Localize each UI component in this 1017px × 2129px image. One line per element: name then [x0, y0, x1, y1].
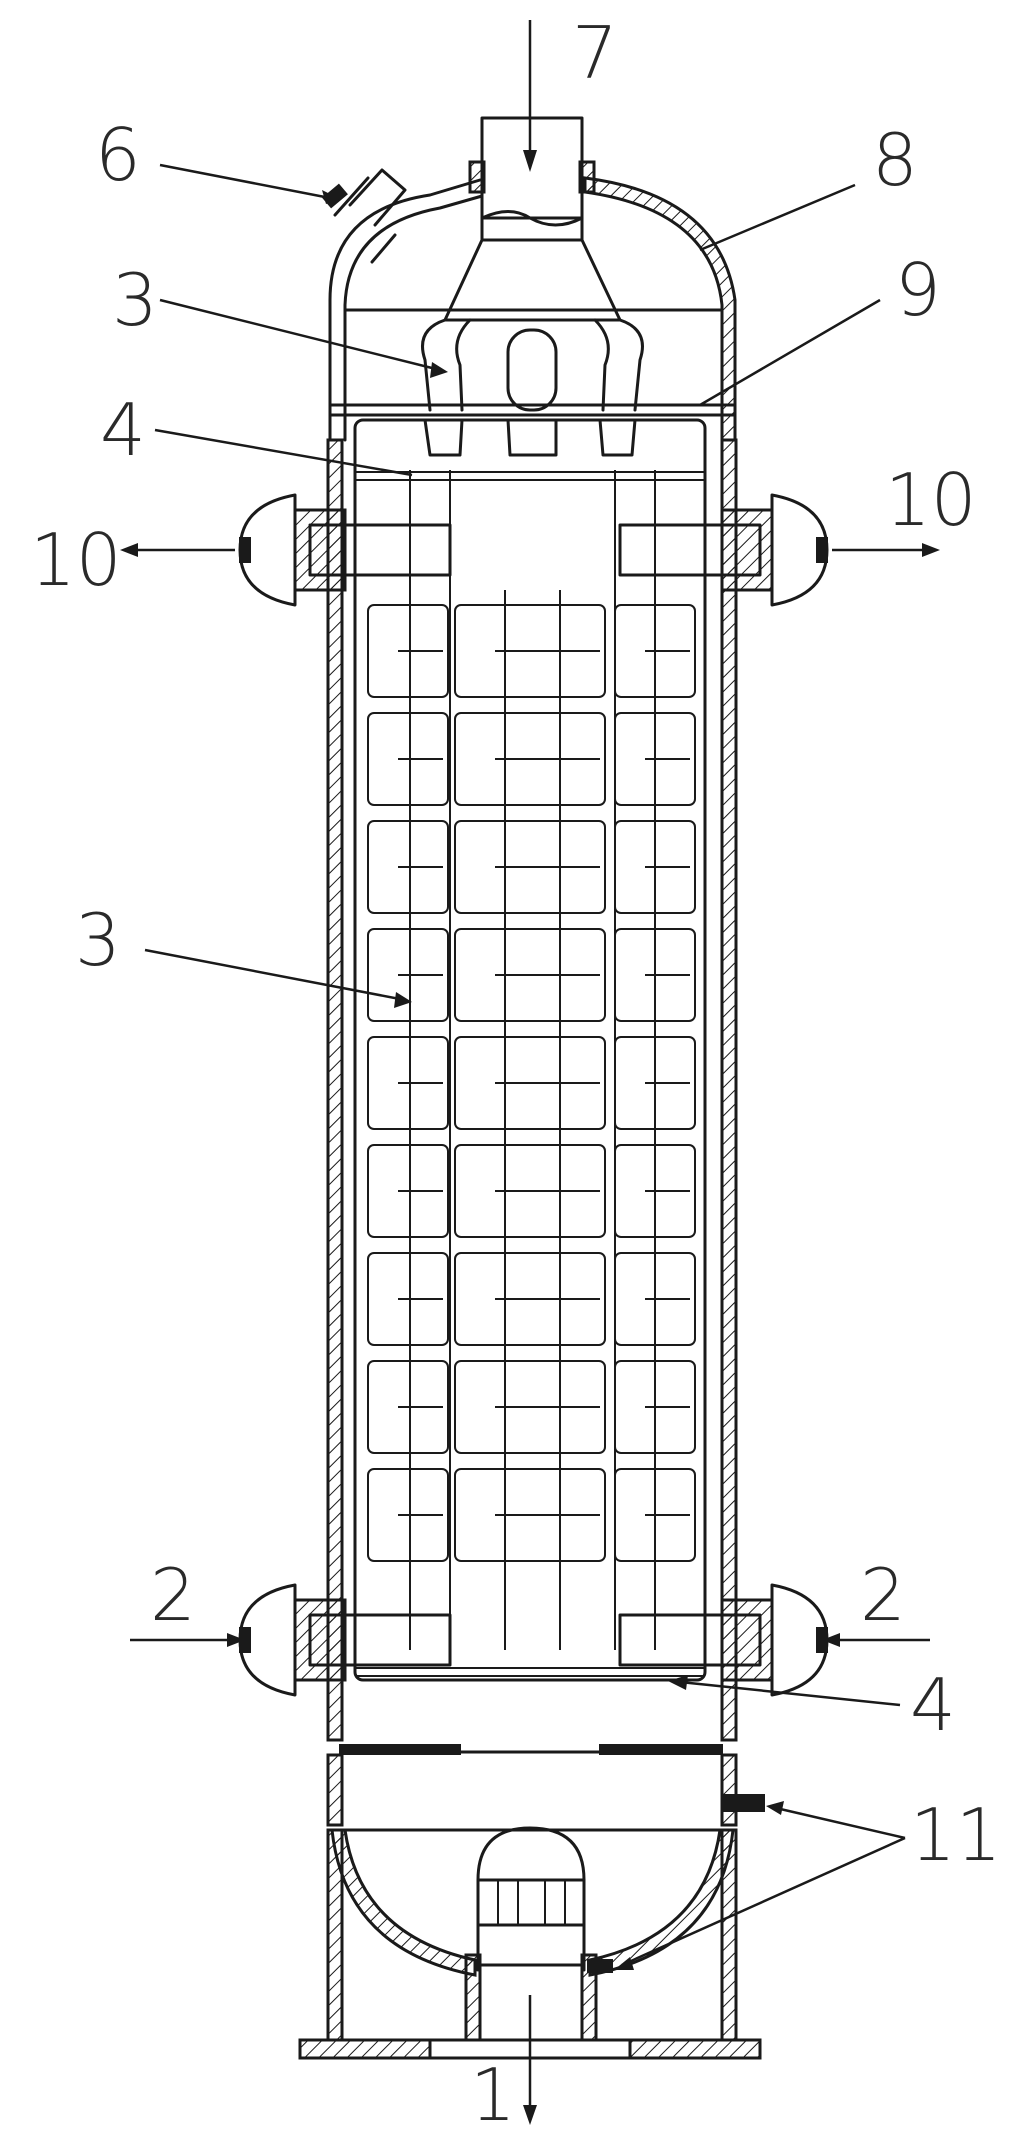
- coil-loop: [454, 928, 606, 1022]
- coil-loop: [454, 1468, 606, 1562]
- coil-loop: [614, 1360, 696, 1454]
- coil-loop: [454, 712, 606, 806]
- label-2-left: 2: [150, 1553, 196, 1637]
- label-10-left: 10: [30, 518, 122, 602]
- coil-loop: [454, 820, 606, 914]
- top-distributor: [421, 318, 644, 457]
- bottom-head: [326, 1744, 765, 1977]
- coil-loop: [454, 1252, 606, 1346]
- coil-loop: [367, 1468, 449, 1562]
- coil-loop: [614, 928, 696, 1022]
- coil-loop: [614, 1252, 696, 1346]
- coil-loop: [614, 1144, 696, 1238]
- bottom-outlet-nozzle: [464, 1826, 598, 2042]
- reference-numerals: 7 6 8 3 9 4 10 10 3 2 2 4 11 1: [30, 11, 1002, 2129]
- label-8: 8: [872, 118, 918, 202]
- coil-loop: [614, 712, 696, 806]
- top-head: [328, 176, 737, 442]
- coil-loop: [454, 1036, 606, 1130]
- coil-loop: [367, 1252, 449, 1346]
- label-9: 9: [895, 248, 941, 332]
- label-7: 7: [572, 11, 618, 95]
- coil-loop: [454, 1144, 606, 1238]
- label-4-bottom: 4: [910, 1663, 956, 1747]
- serpentine-coils: [367, 470, 696, 1650]
- label-11: 11: [910, 1793, 1002, 1877]
- coil-loop: [367, 1036, 449, 1130]
- main-shell: [326, 418, 738, 1742]
- label-3-mid: 3: [75, 898, 121, 982]
- coil-loop: [614, 1036, 696, 1130]
- coil-loop: [454, 604, 606, 698]
- label-3-top: 3: [112, 258, 158, 342]
- label-1: 1: [470, 2053, 516, 2129]
- coil-loop: [614, 604, 696, 698]
- coil-loop: [367, 604, 449, 698]
- outlet-nozzles: [238, 493, 829, 607]
- coil-loop: [614, 820, 696, 914]
- coil-loop: [367, 820, 449, 914]
- coil-loop: [367, 712, 449, 806]
- label-6: 6: [95, 113, 141, 197]
- support-skirt: [298, 1828, 762, 2060]
- leader-lines: [120, 20, 940, 2125]
- coil-loop: [367, 928, 449, 1022]
- top-inlet-nozzle: [443, 116, 622, 322]
- coil-loop: [614, 1468, 696, 1562]
- label-10-right: 10: [885, 458, 977, 542]
- coil-loop: [367, 1360, 449, 1454]
- coil-loop: [454, 1360, 606, 1454]
- label-2-right: 2: [860, 1553, 906, 1637]
- coil-loop: [367, 1144, 449, 1238]
- label-4-top: 4: [100, 388, 146, 472]
